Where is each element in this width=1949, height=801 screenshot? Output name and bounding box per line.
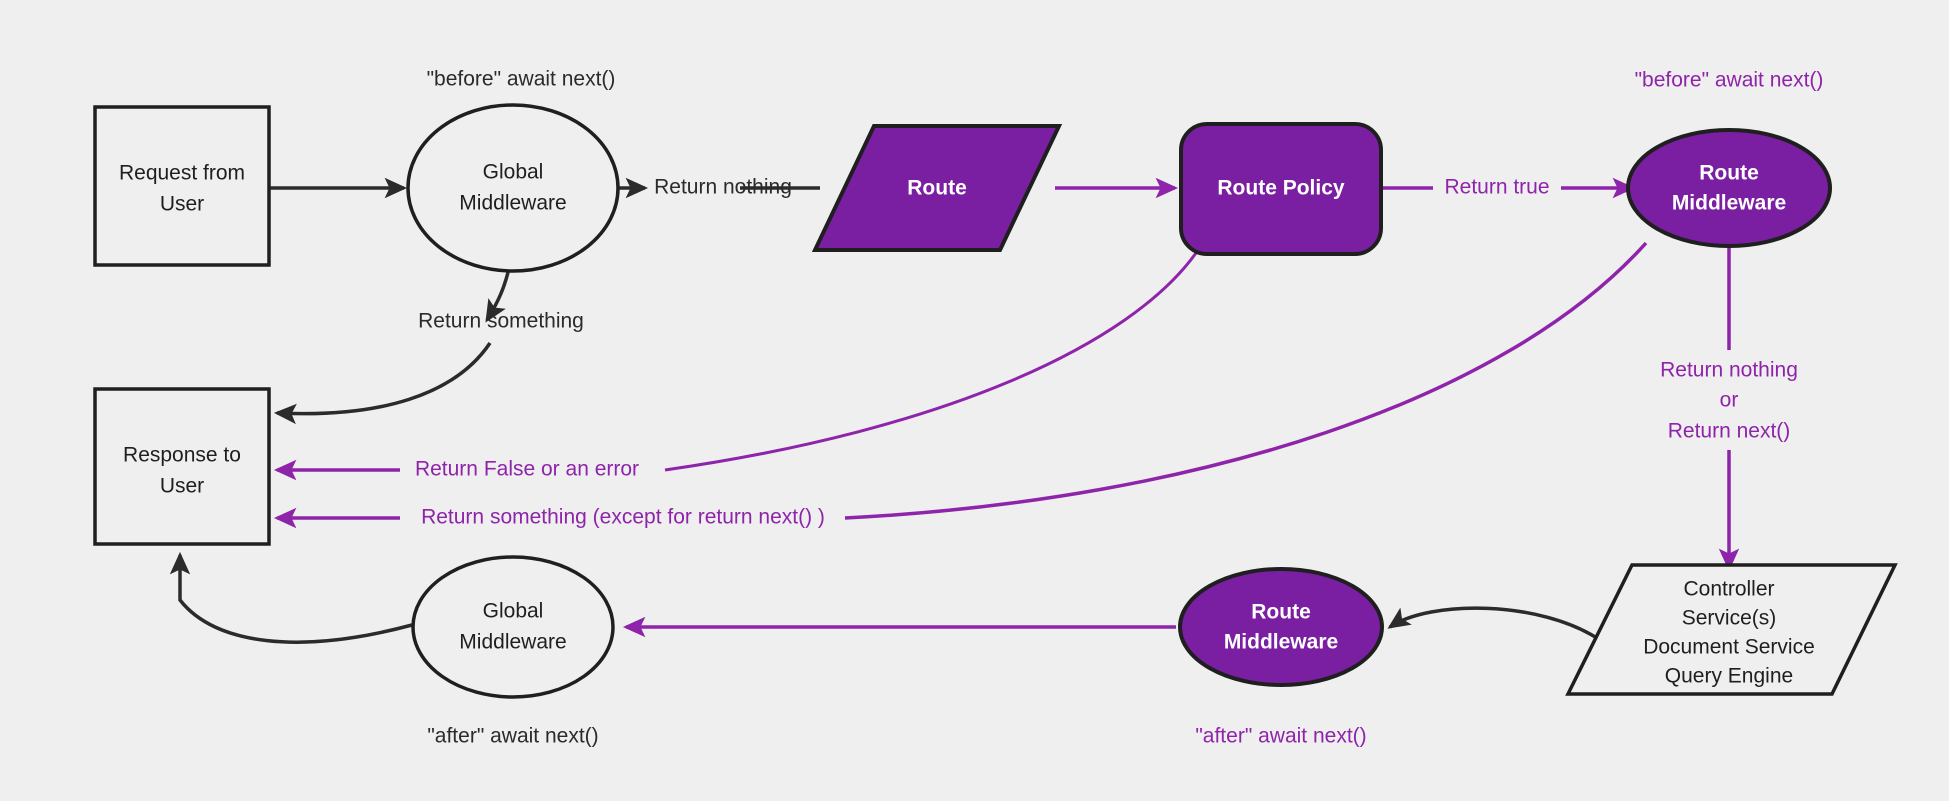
response-to-user-label-line2: User [160,475,204,498]
annotation-after-await-next-route: "after" await next() [1195,725,1366,748]
controller-stack-label-line4: Query Engine [1665,665,1793,688]
node-global-middleware-bottom[interactable]: Global Middleware [411,555,615,699]
edge-route-policy-to-response [664,252,1198,472]
edge-label-return-nothing-global: Return nothing [654,176,792,199]
edge-label-return-true: Return true [1444,176,1549,199]
edge-label-return-nothing-or-next-line1: Return nothing [1660,359,1798,382]
edge-global-middleware-to-response-tail [273,342,492,425]
node-route-middleware-bottom[interactable]: Route Middleware [1178,567,1384,687]
route-middleware-bottom-label-line2: Middleware [1224,631,1338,654]
node-route[interactable]: Route [811,124,1063,252]
edge-route-middleware-to-response [844,241,1648,520]
node-route-policy[interactable]: Route Policy [1179,122,1383,256]
edge-label-return-something-except-next: Return something (except for return next… [421,506,825,529]
global-middleware-bottom-label-line2: Middleware [459,631,566,654]
controller-stack-label-line2: Service(s) [1682,607,1777,630]
global-middleware-top-label-line1: Global [483,161,544,184]
annotation-before-await-next-global: "before" await next() [427,68,616,91]
node-controller-stack[interactable]: Controller Service(s) Document Service Q… [1565,563,1898,696]
request-from-user-label-line2: User [160,193,204,216]
edge-global-middleware-bottom-to-response [169,551,413,644]
edge-controller-to-route-middleware-bottom [1387,606,1601,642]
controller-stack-label-line1: Controller [1683,578,1774,601]
edge-label-return-nothing-or-next-line2: or [1720,389,1739,412]
route-middleware-top-label-line2: Middleware [1672,192,1786,215]
node-global-middleware-top[interactable]: Global Middleware [406,103,620,273]
edge-label-return-something-global: Return something [418,310,584,333]
node-response-to-user[interactable]: Response to User [93,387,271,546]
global-middleware-top-label-line2: Middleware [459,192,566,215]
edge-label-return-nothing-or-next-line3: Return next() [1668,420,1791,443]
global-middleware-bottom-label-line1: Global [483,600,544,623]
node-request-from-user[interactable]: Request from User [93,105,271,267]
node-route-middleware-top[interactable]: Route Middleware [1626,128,1832,248]
route-middleware-top-label-line1: Route [1699,162,1759,185]
controller-stack-label-line3: Document Service [1643,636,1815,659]
edge-label-return-false-or-error: Return False or an error [415,458,639,481]
route-label: Route [907,177,967,200]
annotation-before-await-next-route: "before" await next() [1635,69,1824,92]
request-from-user-label-line1: Request from [119,162,245,185]
annotation-after-await-next-global: "after" await next() [427,725,598,748]
route-policy-label: Route Policy [1217,177,1345,200]
route-middleware-bottom-label-line1: Route [1251,601,1311,624]
response-to-user-label-line1: Response to [123,444,241,467]
